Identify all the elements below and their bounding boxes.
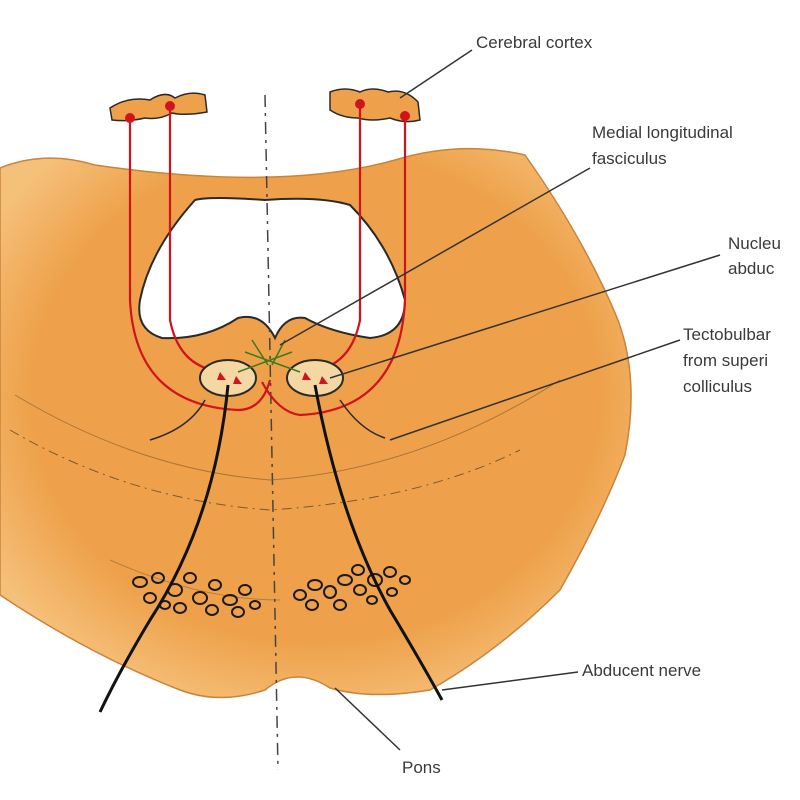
label-nucleus-line1: Nucleu: [728, 234, 781, 253]
tectobulbar-tract: [339, 399, 386, 439]
tract-origin-dots: [125, 99, 410, 123]
label-tecto-line2: from superi: [683, 351, 768, 370]
abducent-nerve-left: [98, 384, 230, 713]
pontine-nuclei-right: [293, 564, 411, 611]
abducens-nucleus-right: [286, 359, 344, 397]
abducent-nerve-right: [313, 384, 444, 701]
label-cerebral-cortex: Cerebral cortex: [476, 33, 593, 52]
label-tecto-line3: colliculus: [683, 377, 752, 396]
midline: [264, 94, 279, 771]
internal-contour: [14, 379, 561, 481]
leader-lines: [279, 49, 721, 751]
tectobulbar-tract: [149, 399, 206, 441]
fourth-ventricle: [138, 197, 407, 341]
mlf-fibres: [237, 339, 301, 373]
label-mlf-line1: Medial longitudinal: [592, 123, 733, 142]
label-pons: Pons: [402, 758, 441, 777]
nucleus-cells: [217, 372, 328, 384]
pontine-nuclei-left: [132, 572, 261, 618]
internal-contour: [109, 559, 281, 601]
label-nucleus-line2: abduc: [728, 259, 775, 278]
cerebral-cortex-right: [329, 88, 421, 123]
label-abducent-nerve: Abducent nerve: [582, 661, 701, 680]
cerebral-cortex-left: [109, 92, 208, 122]
label-tecto-line1: Tectobulbar: [683, 325, 771, 344]
label-mlf-line2: fasciculus: [592, 149, 667, 168]
